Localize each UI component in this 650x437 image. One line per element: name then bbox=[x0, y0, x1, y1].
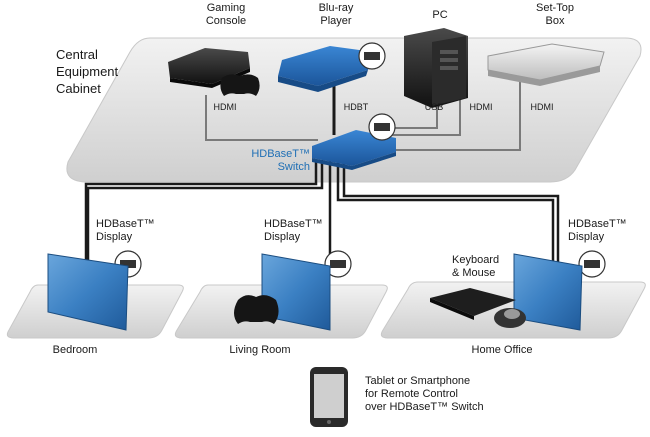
bluray-connection-label: HDBT bbox=[343, 102, 369, 112]
home-office-display-icon bbox=[513, 253, 583, 331]
gamepad-icon bbox=[234, 295, 279, 324]
mouse-icon bbox=[494, 308, 526, 328]
chip-badge-icon bbox=[358, 42, 386, 70]
pc-usb-connection-label: USB bbox=[424, 102, 444, 112]
gaming-console-connection-label: HDMI bbox=[213, 102, 237, 112]
home-office-room-label: Home Office bbox=[471, 344, 533, 356]
pc-hdmi-connection-label: HDMI bbox=[469, 102, 493, 112]
set-top-box-label: Set-Top Box bbox=[536, 2, 574, 27]
set-top-box-icon bbox=[487, 43, 605, 86]
smartphone-icon bbox=[310, 367, 348, 427]
chip-badge-icon bbox=[368, 113, 396, 141]
gaming-console-icon bbox=[168, 48, 260, 96]
bedroom-display-icon bbox=[47, 253, 129, 331]
chip-badge-icon bbox=[578, 250, 606, 278]
chip-badge-icon bbox=[324, 250, 352, 278]
bluray-player-icon bbox=[278, 46, 374, 92]
hdbaset-switch-label: HDBaseT™ Switch bbox=[251, 148, 310, 173]
pc-tower-icon bbox=[404, 28, 468, 108]
hdbaset-switch-icon bbox=[312, 130, 396, 170]
bluray-player-label: Blu-ray Player bbox=[318, 2, 354, 27]
keyboard-mouse-label: Keyboard & Mouse bbox=[452, 254, 500, 279]
home-office-display-label: HDBaseT™ Display bbox=[568, 218, 627, 243]
living-room-room-label: Living Room bbox=[229, 344, 291, 356]
bedroom-room-label: Bedroom bbox=[52, 344, 98, 356]
keyboard-icon bbox=[430, 288, 516, 320]
remote-control-label: Tablet or Smartphone for Remote Control … bbox=[365, 375, 484, 413]
gaming-console-label: Gaming Console bbox=[205, 2, 247, 27]
cabinet-title: Central Equipment Cabinet bbox=[56, 47, 119, 96]
living-room-display-label: HDBaseT™ Display bbox=[264, 218, 323, 243]
set-top-box-connection-label: HDMI bbox=[530, 102, 554, 112]
room-cables bbox=[84, 160, 560, 262]
bedroom-display-label: HDBaseT™ Display bbox=[96, 218, 155, 243]
pc-label: PC bbox=[432, 9, 448, 21]
